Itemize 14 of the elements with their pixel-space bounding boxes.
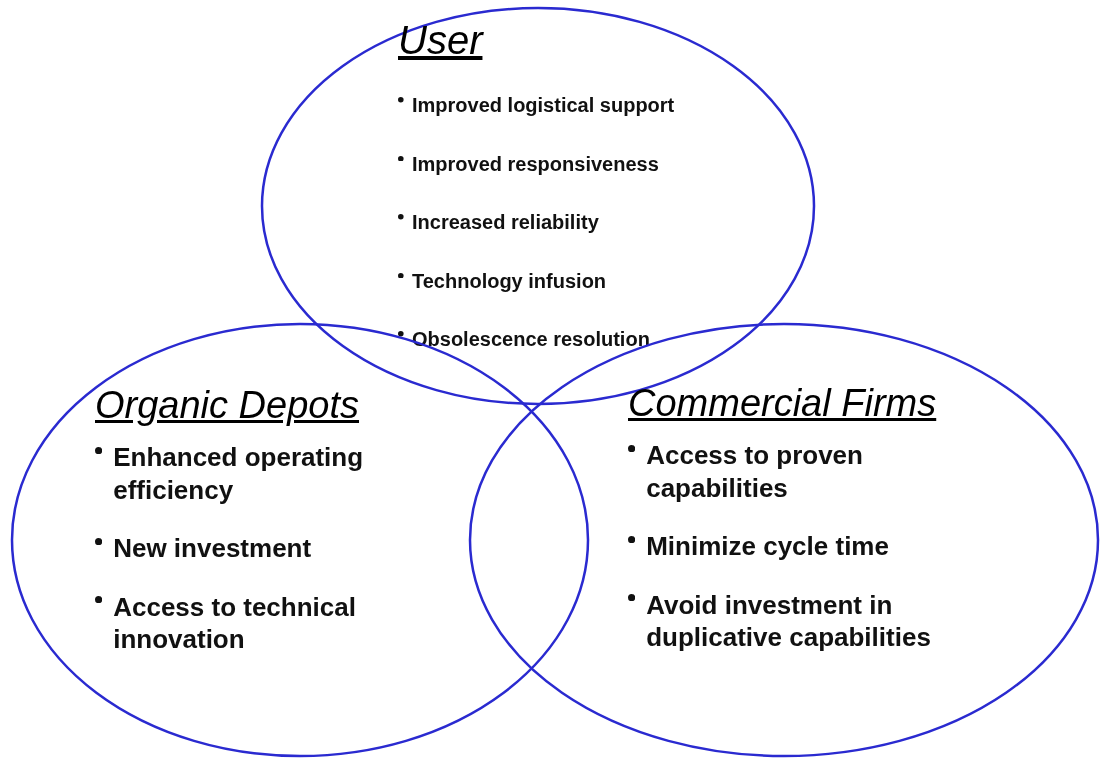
- bullet-text: Avoid investment in duplicative capabilities: [646, 589, 931, 652]
- bullet-text: Technology infusion: [412, 269, 607, 292]
- bullet-text: New investment: [113, 533, 312, 563]
- bullet-text: Increased reliability: [412, 211, 599, 233]
- bullet-text: Improved logistical support: [412, 94, 675, 116]
- venn-heading: User: [398, 18, 483, 63]
- venn-heading: Organic Depots: [95, 384, 359, 427]
- bullet-text: Minimize cycle time: [646, 531, 889, 561]
- venn-heading: Commercial Firms: [628, 382, 937, 425]
- bullet-text: Access to proven capabilities: [646, 440, 863, 503]
- bullet-text: Improved responsiveness: [412, 152, 659, 175]
- bullet-text: Access to technical innovation: [113, 591, 356, 654]
- bullet-text: Enhanced operating efficiency: [113, 442, 364, 505]
- bullet-text: Obsolescence resolution: [412, 328, 650, 350]
